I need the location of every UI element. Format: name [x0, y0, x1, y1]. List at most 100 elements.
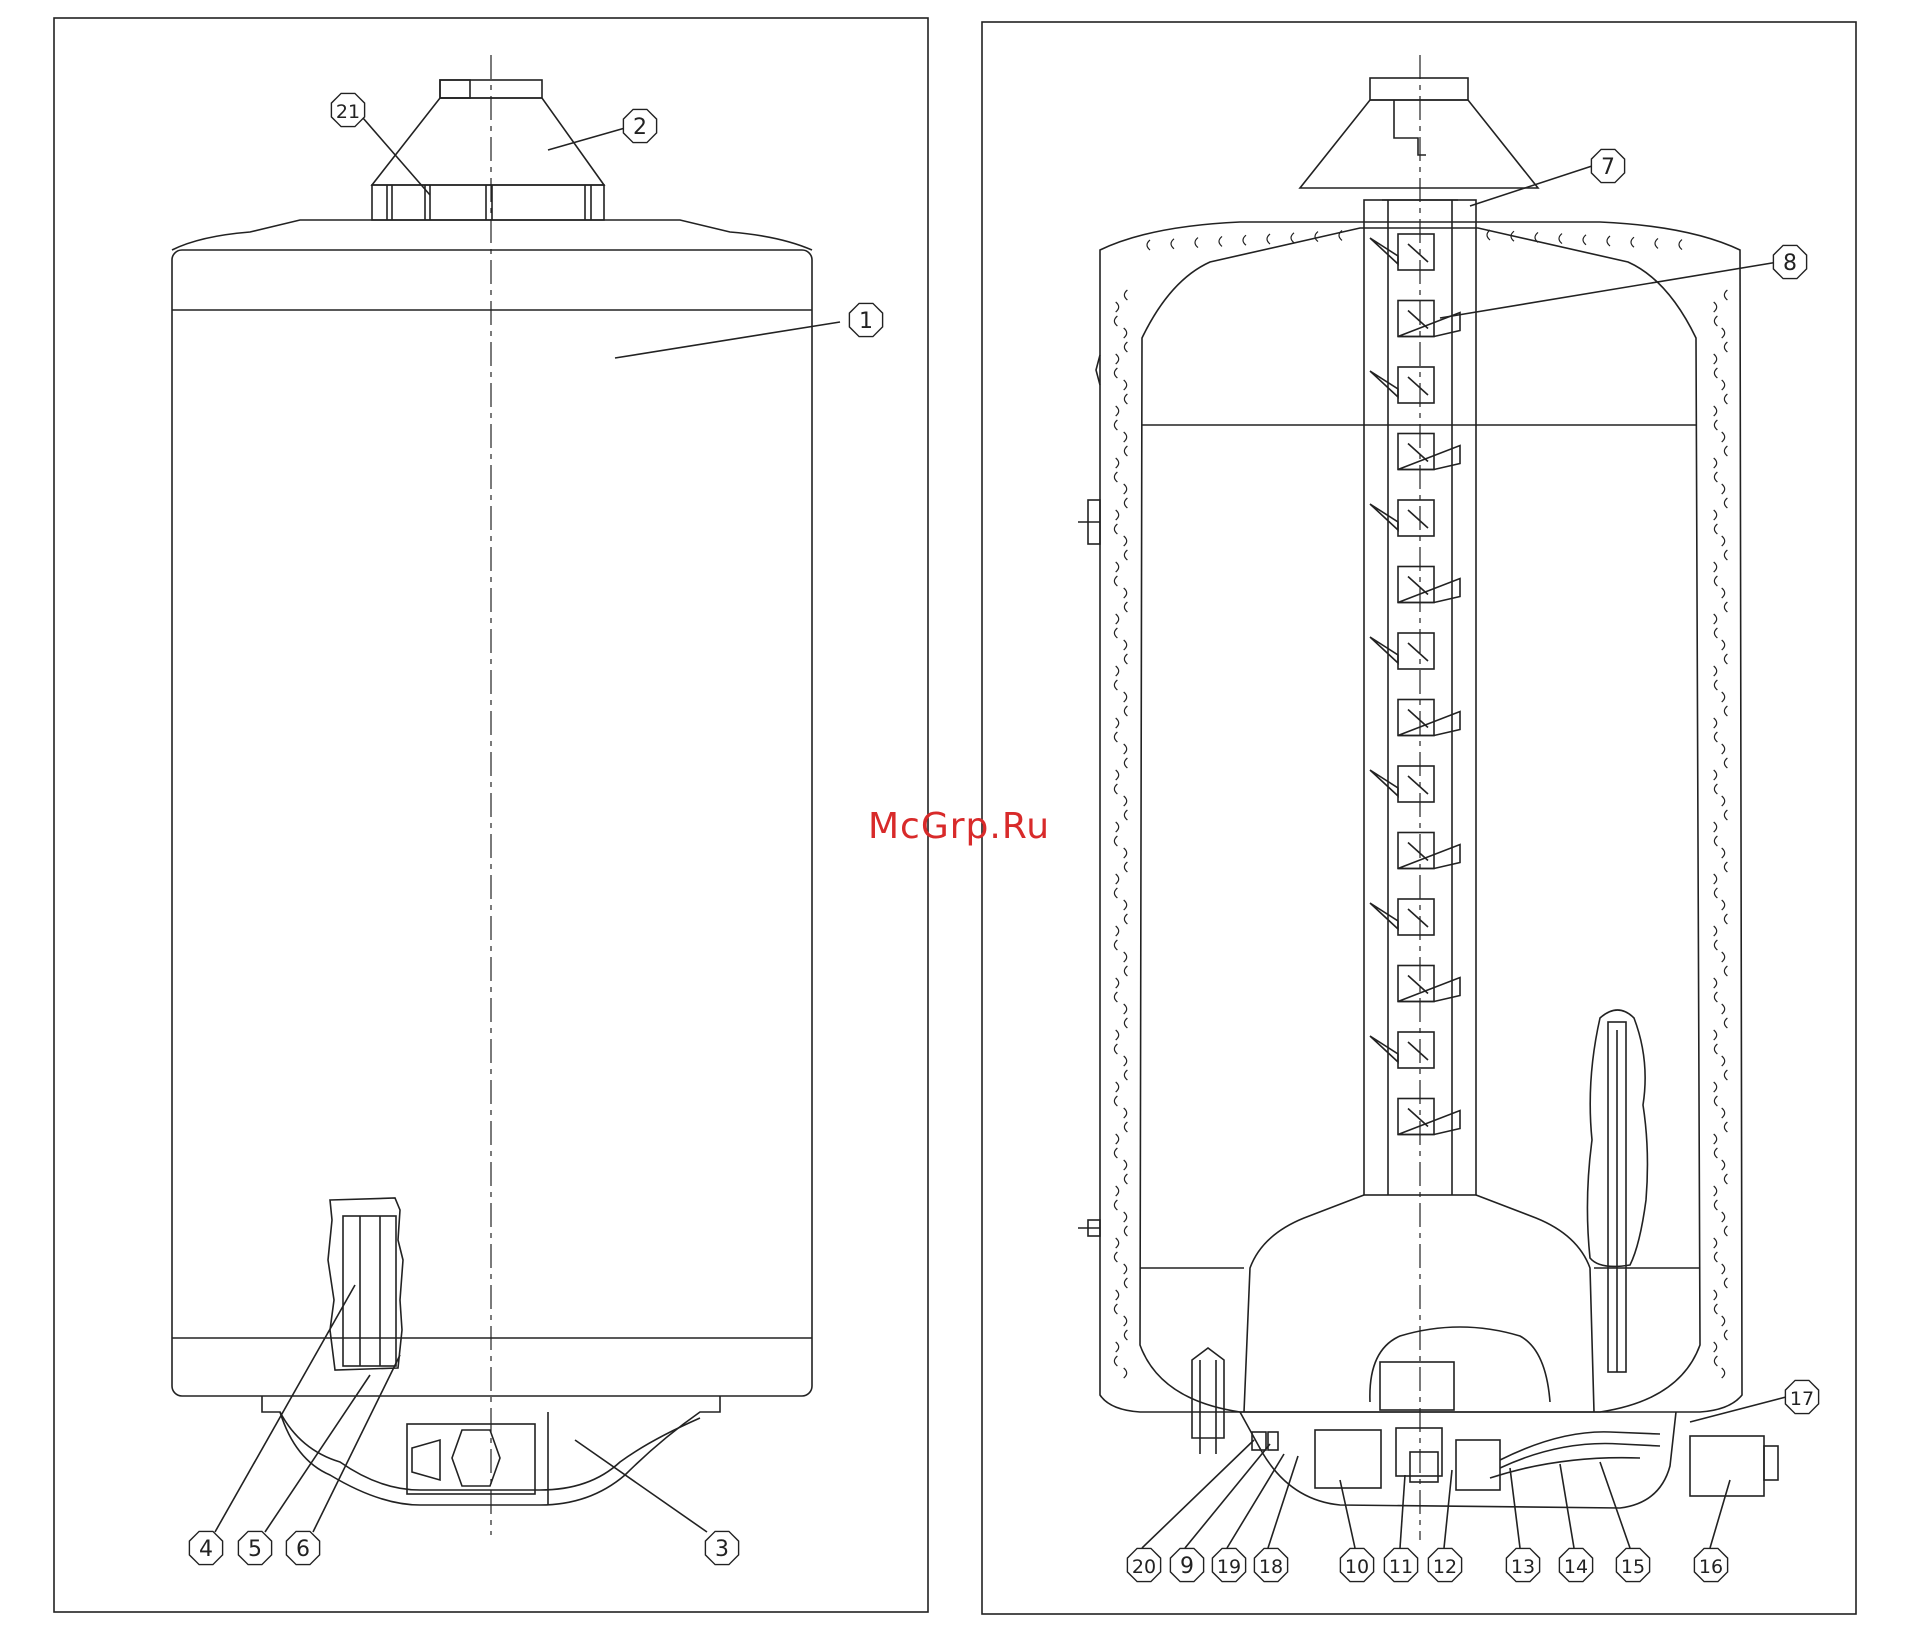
foam-mark: [1124, 1018, 1127, 1028]
foam-mark: [1114, 1304, 1117, 1314]
foam-mark: [1124, 446, 1127, 456]
drain-valve: [1192, 1348, 1224, 1438]
foam-mark: [1124, 900, 1127, 910]
foam-mark: [1724, 1174, 1727, 1184]
foam-mark: [1724, 290, 1727, 300]
foam-mark: [1722, 1316, 1725, 1326]
callout-20-label: 20: [1132, 1556, 1156, 1578]
foam-mark: [1714, 978, 1717, 988]
callout-19: 19: [1212, 1548, 1245, 1581]
baffle-edge: [1408, 710, 1428, 728]
foam-mark: [1722, 1108, 1725, 1118]
foam-mark: [1722, 380, 1725, 390]
foam-mark: [1722, 1004, 1725, 1014]
callout-11: 11: [1384, 1548, 1417, 1581]
foam-mark: [1219, 236, 1222, 246]
foam-mark: [1714, 1200, 1717, 1210]
foam-mark: [1116, 770, 1119, 780]
foam-mark: [1714, 420, 1717, 430]
callout-1: 1: [849, 303, 882, 336]
foam-mark: [1114, 888, 1117, 898]
baffle-fin: [1370, 637, 1398, 663]
foam-mark: [1124, 1122, 1127, 1132]
foam-mark: [1724, 446, 1727, 456]
callout-5: 5: [238, 1531, 271, 1564]
foam-mark: [1267, 234, 1270, 244]
foam-mark: [1124, 1160, 1127, 1170]
foam-mark: [1714, 1304, 1717, 1314]
foam-mark: [1724, 758, 1727, 768]
foam-mark: [1724, 706, 1727, 716]
foam-mark: [1714, 458, 1717, 468]
watermark: McGrp.Ru: [868, 806, 1050, 847]
foam-mark: [1124, 706, 1127, 716]
foam-mark: [1714, 1290, 1717, 1300]
foam-mark: [1114, 472, 1117, 482]
callout-16: 16: [1694, 1548, 1727, 1581]
callout-2: 2: [623, 109, 656, 142]
callout-4-label: 4: [199, 1537, 213, 1562]
baffle-edge: [1408, 510, 1428, 528]
baffle-edge: [1408, 1109, 1428, 1127]
foam-mark: [1722, 1056, 1725, 1066]
combustion-chamber: [1244, 1195, 1594, 1412]
foam-mark: [1722, 900, 1725, 910]
callout-20: 20: [1127, 1548, 1160, 1581]
callout-18: 18: [1254, 1548, 1287, 1581]
foam-mark: [1631, 237, 1634, 247]
callout-17-label: 17: [1790, 1388, 1814, 1410]
foam-mark: [1724, 914, 1727, 924]
foam-mark: [1714, 1082, 1717, 1092]
foam-mark: [1116, 614, 1119, 624]
callout-16-label: 16: [1699, 1556, 1723, 1578]
foam-mark: [1714, 940, 1717, 950]
foam-mark: [1195, 238, 1198, 248]
foam-mark: [1116, 1082, 1119, 1092]
callout-1-label: 1: [859, 309, 873, 334]
callout-6-label: 6: [296, 1537, 310, 1562]
foam-mark: [1724, 1122, 1727, 1132]
foam-mark: [1124, 692, 1127, 702]
foam-mark: [1714, 354, 1717, 364]
foam-mark: [1724, 1018, 1727, 1028]
baffle-edge: [1408, 244, 1428, 262]
foam-mark: [1714, 784, 1717, 794]
foam-mark: [1722, 692, 1725, 702]
section-flue-hood: [1300, 78, 1538, 188]
foam-mark: [1124, 1108, 1127, 1118]
foam-mark: [1724, 498, 1727, 508]
foam-mark: [1124, 1316, 1127, 1326]
foam-mark: [1114, 836, 1117, 846]
foam-mark: [1124, 1004, 1127, 1014]
callout-5-label: 5: [248, 1537, 262, 1562]
foam-mark: [1124, 758, 1127, 768]
foam-mark: [1116, 562, 1119, 572]
foam-mark: [1124, 1226, 1127, 1236]
foam-mark: [1724, 810, 1727, 820]
callout-9: 9: [1170, 1548, 1203, 1581]
foam-mark: [1724, 654, 1727, 664]
baffle-fin: [1398, 712, 1460, 736]
callout-3-label: 3: [715, 1537, 729, 1562]
foam-mark: [1315, 232, 1318, 242]
foam-mark: [1124, 848, 1127, 858]
foam-mark: [1714, 770, 1717, 780]
foam-mark: [1722, 952, 1725, 962]
foam-mark: [1124, 810, 1127, 820]
heater-body: [172, 250, 812, 1396]
callout-7-label: 7: [1601, 155, 1615, 180]
foam-mark: [1124, 550, 1127, 560]
foam-mark: [1124, 966, 1127, 976]
foam-mark: [1714, 992, 1717, 1002]
callout-15: 15: [1616, 1548, 1649, 1581]
callout-7: 7: [1591, 149, 1624, 182]
foam-mark: [1722, 796, 1725, 806]
callout-3: 3: [705, 1531, 738, 1564]
foam-mark: [1114, 420, 1117, 430]
foam-mark: [1114, 1096, 1117, 1106]
baffle-edge: [1408, 377, 1428, 395]
foam-mark: [1722, 744, 1725, 754]
foam-mark: [1714, 1096, 1717, 1106]
foam-mark: [1114, 992, 1117, 1002]
foam-mark: [1114, 784, 1117, 794]
